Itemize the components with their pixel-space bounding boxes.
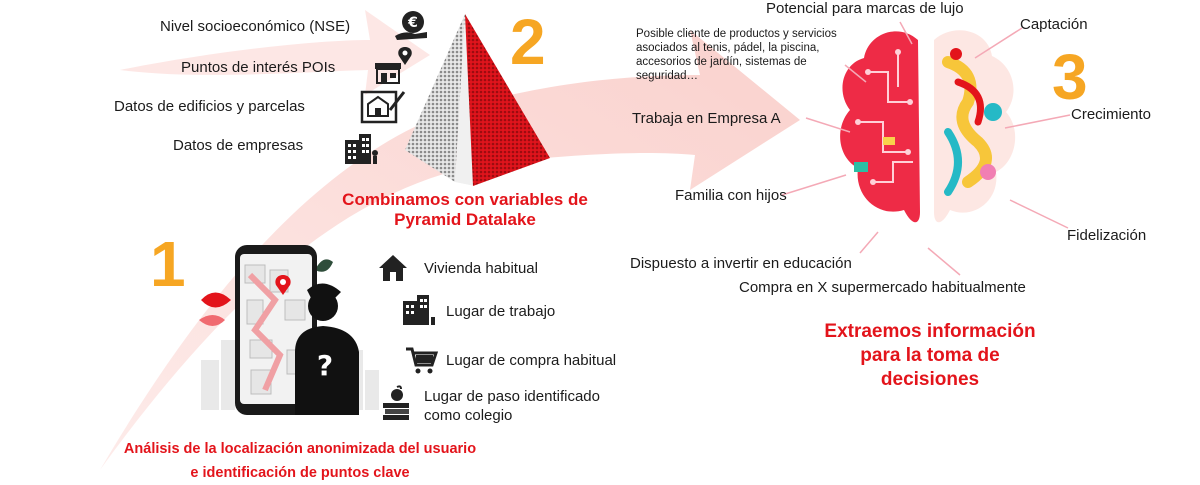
step-1-number: 1 xyxy=(150,228,186,300)
step-1-title-line-1: Análisis de la localización anonimizada … xyxy=(123,441,477,457)
step-2-title: Combinamos con variables de Pyramid Data… xyxy=(300,190,630,230)
variable-nse-label: Nivel socioeconómico (NSE) xyxy=(160,18,351,35)
svg-text:?: ? xyxy=(317,349,333,382)
company-buildings-icon xyxy=(345,134,378,164)
poi-shop-icon xyxy=(375,47,412,84)
insight-loyalty: Fidelización xyxy=(1067,227,1147,244)
insight-education: Dispuesto a invertir en educación xyxy=(630,255,852,272)
building-plan-icon xyxy=(360,90,406,124)
point-work-label: Lugar de trabajo xyxy=(446,303,556,320)
step-1-title: Análisis de la localización anonimizada … xyxy=(60,437,540,485)
variable-companies-label: Datos de empresas xyxy=(173,137,304,154)
insight-sports-line-2: asociados al tenis, pádel, la piscina, xyxy=(636,42,820,54)
pyramid-datalake-graphic xyxy=(405,14,550,186)
insight-work: Trabaja en Empresa A xyxy=(632,110,781,127)
point-school-label-line-2: como colegio xyxy=(424,407,513,424)
step-3-title-line-3: decisiones xyxy=(880,369,980,390)
point-shopping-label: Lugar de compra habitual xyxy=(446,352,617,369)
svg-text:€: € xyxy=(407,15,418,31)
money-hand-icon: € xyxy=(395,11,427,40)
insight-family: Familia con hijos xyxy=(675,187,787,204)
shopping-cart-icon xyxy=(406,347,439,374)
step-2-title-line-1: Combinamos con variables de xyxy=(342,190,588,209)
step-2-number: 2 xyxy=(510,6,546,78)
insight-luxury: Potencial para marcas de lujo xyxy=(766,0,964,17)
point-school-label-line-1: Lugar de paso identificado xyxy=(424,388,600,405)
insight-sports-line-4: seguridad… xyxy=(636,70,699,82)
step-3-title: Extraemos información para la toma de de… xyxy=(780,320,1080,392)
point-school-label: Lugar de paso identificado como colegio xyxy=(424,387,600,425)
school-books-icon xyxy=(383,385,409,420)
insight-growth: Crecimiento xyxy=(1071,106,1152,123)
insight-sports: Posible cliente de productos y servicios… xyxy=(636,27,886,83)
step-1-title-line-2: e identificación de puntos clave xyxy=(190,465,410,481)
step-3-title-line-2: para la toma de xyxy=(860,345,1000,366)
house-icon xyxy=(379,255,407,281)
insight-sports-line-1: Posible cliente de productos y servicios xyxy=(636,28,837,40)
variable-buildings-label: Datos de edificios y parcelas xyxy=(114,98,305,115)
insight-supermarket: Compra en X supermercado habitualmente xyxy=(739,279,1026,296)
brain-graphic xyxy=(840,30,1016,223)
office-building-icon xyxy=(403,295,435,325)
insight-sports-line-3: accesorios de jardín, sistemas de xyxy=(636,56,807,68)
step-3-number: 3 xyxy=(1052,41,1088,113)
phone-location-graphic: ? xyxy=(199,245,379,415)
step-3-title-line-1: Extraemos información xyxy=(824,321,1036,342)
variable-poi-label: Puntos de interés POIs xyxy=(181,59,336,76)
point-home-label: Vivienda habitual xyxy=(424,260,538,277)
insight-acquisition: Captación xyxy=(1020,16,1088,33)
step-2-title-line-2: Pyramid Datalake xyxy=(394,210,536,229)
